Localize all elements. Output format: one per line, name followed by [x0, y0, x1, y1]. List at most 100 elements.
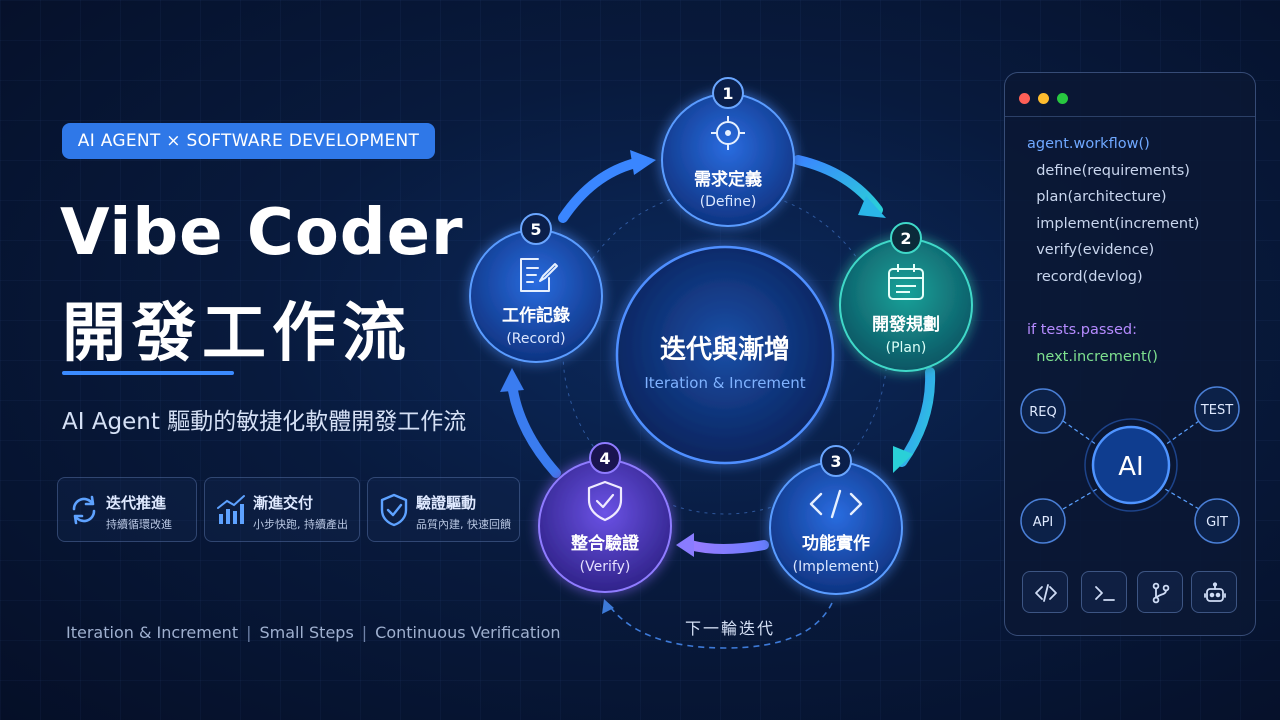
stage-record: 工作記錄 (Record) 5 — [469, 213, 603, 363]
feature-title: 驗證驅動 — [416, 494, 477, 512]
node-label: API — [1033, 515, 1054, 530]
panel-divider — [1005, 116, 1255, 117]
arrow-record-to-define — [558, 157, 645, 223]
stage-en: (Verify) — [580, 559, 631, 575]
page-subtitle: AI Agent 驅動的敏捷化軟體開發工作流 — [62, 409, 467, 435]
stage-en: (Plan) — [886, 340, 927, 356]
code-tool-button[interactable] — [1022, 571, 1068, 613]
terminal-tool-button[interactable] — [1081, 571, 1127, 613]
stage-number: 2 — [900, 229, 911, 248]
feature-card-iteration: 迭代推進 持續循環改進 — [57, 477, 197, 542]
ai-hub-label: AI — [1118, 452, 1143, 482]
code-icon — [1035, 584, 1057, 602]
code-line: implement(increment) — [1027, 215, 1200, 232]
feature-desc: 持續循環改進 — [106, 518, 172, 531]
node-label: TEST — [1200, 403, 1233, 418]
robot-icon — [1204, 582, 1226, 602]
stage-number-badge — [712, 77, 744, 109]
code-panel: agent.workflow() define(requirements) pl… — [1004, 72, 1256, 636]
document-edit-icon — [520, 258, 558, 292]
stage-number-badge — [820, 445, 852, 477]
stage-verify: 整合驗證 (Verify) 4 — [538, 442, 672, 593]
next-iteration-label: 下一輪迭代 — [685, 619, 775, 638]
footer-separator: | — [361, 623, 368, 642]
arrow-verify-to-record — [507, 379, 561, 478]
git-branch-tool-button[interactable] — [1137, 571, 1183, 613]
code-line: record(devlog) — [1027, 268, 1143, 285]
node-label: REQ — [1029, 405, 1056, 420]
feature-card-verification: 驗證驅動 品質內建, 快速回饋 — [367, 477, 520, 542]
git-branch-icon — [1152, 582, 1170, 604]
footer-tag: Iteration & Increment — [66, 623, 239, 642]
target-icon — [711, 116, 745, 150]
footer-tags: Iteration & Increment | Small Steps | Contin… — [66, 623, 561, 642]
title-underline — [62, 371, 234, 375]
stage-number-badge — [589, 442, 621, 474]
page-title-line2: 開發工作流 — [62, 297, 412, 371]
ai-hub-diagram: AI REQ TEST API GIT — [1020, 386, 1240, 544]
terminal-icon — [1095, 586, 1115, 601]
arrowhead — [893, 446, 913, 473]
code-line: if tests.passed: — [1027, 322, 1137, 339]
stage-implement: 功能實作 (Implement) 3 — [769, 445, 903, 595]
center-circle — [615, 245, 835, 465]
feature-title: 漸進交付 — [253, 494, 314, 512]
center-title: 迭代與漸增 — [660, 334, 790, 365]
arrowhead — [630, 150, 656, 175]
footer-separator: | — [246, 623, 252, 642]
feature-card-increment: 漸進交付 小步快跑, 持續產出 — [204, 477, 360, 542]
code-line: verify(evidence) — [1027, 242, 1155, 259]
stage-number: 3 — [830, 452, 841, 471]
workflow-cycle-diagram: 下一輪迭代 迭代與漸增 Iteration & Increment 需求定義 (… — [469, 77, 973, 649]
stage-title: 開發規劃 — [872, 314, 940, 335]
code-line: define(requirements) — [1027, 162, 1190, 179]
bar-chart-icon — [217, 495, 245, 524]
stage-define: 需求定義 (Define) 1 — [661, 77, 795, 227]
close-dot[interactable] — [1019, 93, 1030, 104]
ai-hub-circle — [1091, 425, 1171, 505]
arrow-define-to-plan — [793, 155, 883, 215]
stage-number-badge — [520, 213, 552, 245]
stage-title: 工作記錄 — [502, 305, 570, 326]
feature-desc: 小步快跑, 持續產出 — [253, 518, 348, 531]
code-line: plan(architecture) — [1027, 189, 1167, 206]
center-subtitle: Iteration & Increment — [644, 374, 805, 392]
arrowhead — [602, 599, 614, 614]
code-brackets-icon — [809, 489, 863, 519]
calendar-icon — [888, 264, 924, 300]
code-line: next.increment() — [1027, 348, 1158, 365]
minimize-dot[interactable] — [1038, 93, 1049, 104]
shield-check-icon — [587, 480, 623, 522]
stage-title: 整合驗證 — [571, 533, 640, 554]
cycle-arrows-icon — [72, 495, 96, 525]
footer-tag: Small Steps — [259, 623, 354, 642]
window-controls — [1019, 89, 1076, 108]
footer-tag: Continuous Verification — [375, 623, 561, 642]
stage-title: 需求定義 — [694, 169, 762, 190]
maximize-dot[interactable] — [1057, 93, 1068, 104]
node-label: GIT — [1206, 515, 1228, 530]
robot-tool-button[interactable] — [1191, 571, 1237, 613]
shield-check-icon — [380, 493, 408, 527]
feature-desc: 品質內建, 快速回饋 — [416, 518, 511, 531]
code-block: agent.workflow() define(requirements) pl… — [1027, 131, 1199, 370]
stage-plan: 開發規劃 (Plan) 2 — [839, 222, 973, 372]
arrowhead — [676, 533, 694, 557]
stage-number: 4 — [599, 449, 610, 468]
stage-number: 1 — [722, 84, 733, 103]
stage-title: 功能實作 — [802, 533, 870, 554]
arrow-plan-to-implement — [897, 367, 936, 467]
stage-en: (Implement) — [793, 559, 880, 575]
code-line-blank: ​ — [1027, 291, 1199, 318]
feature-title: 迭代推進 — [106, 494, 167, 512]
stage-en: (Define) — [700, 194, 757, 210]
arrow-implement-to-verify — [685, 540, 769, 554]
arrowhead — [858, 196, 886, 218]
next-iteration-arc — [607, 602, 833, 649]
tagline-badge: AI AGENT × SOFTWARE DEVELOPMENT — [62, 123, 435, 159]
arrowhead — [500, 368, 524, 392]
stage-number-badge — [890, 222, 922, 254]
stage-en: (Record) — [506, 331, 565, 347]
stage-number: 5 — [530, 220, 541, 239]
page-title-line1: Vibe Coder — [60, 196, 464, 270]
